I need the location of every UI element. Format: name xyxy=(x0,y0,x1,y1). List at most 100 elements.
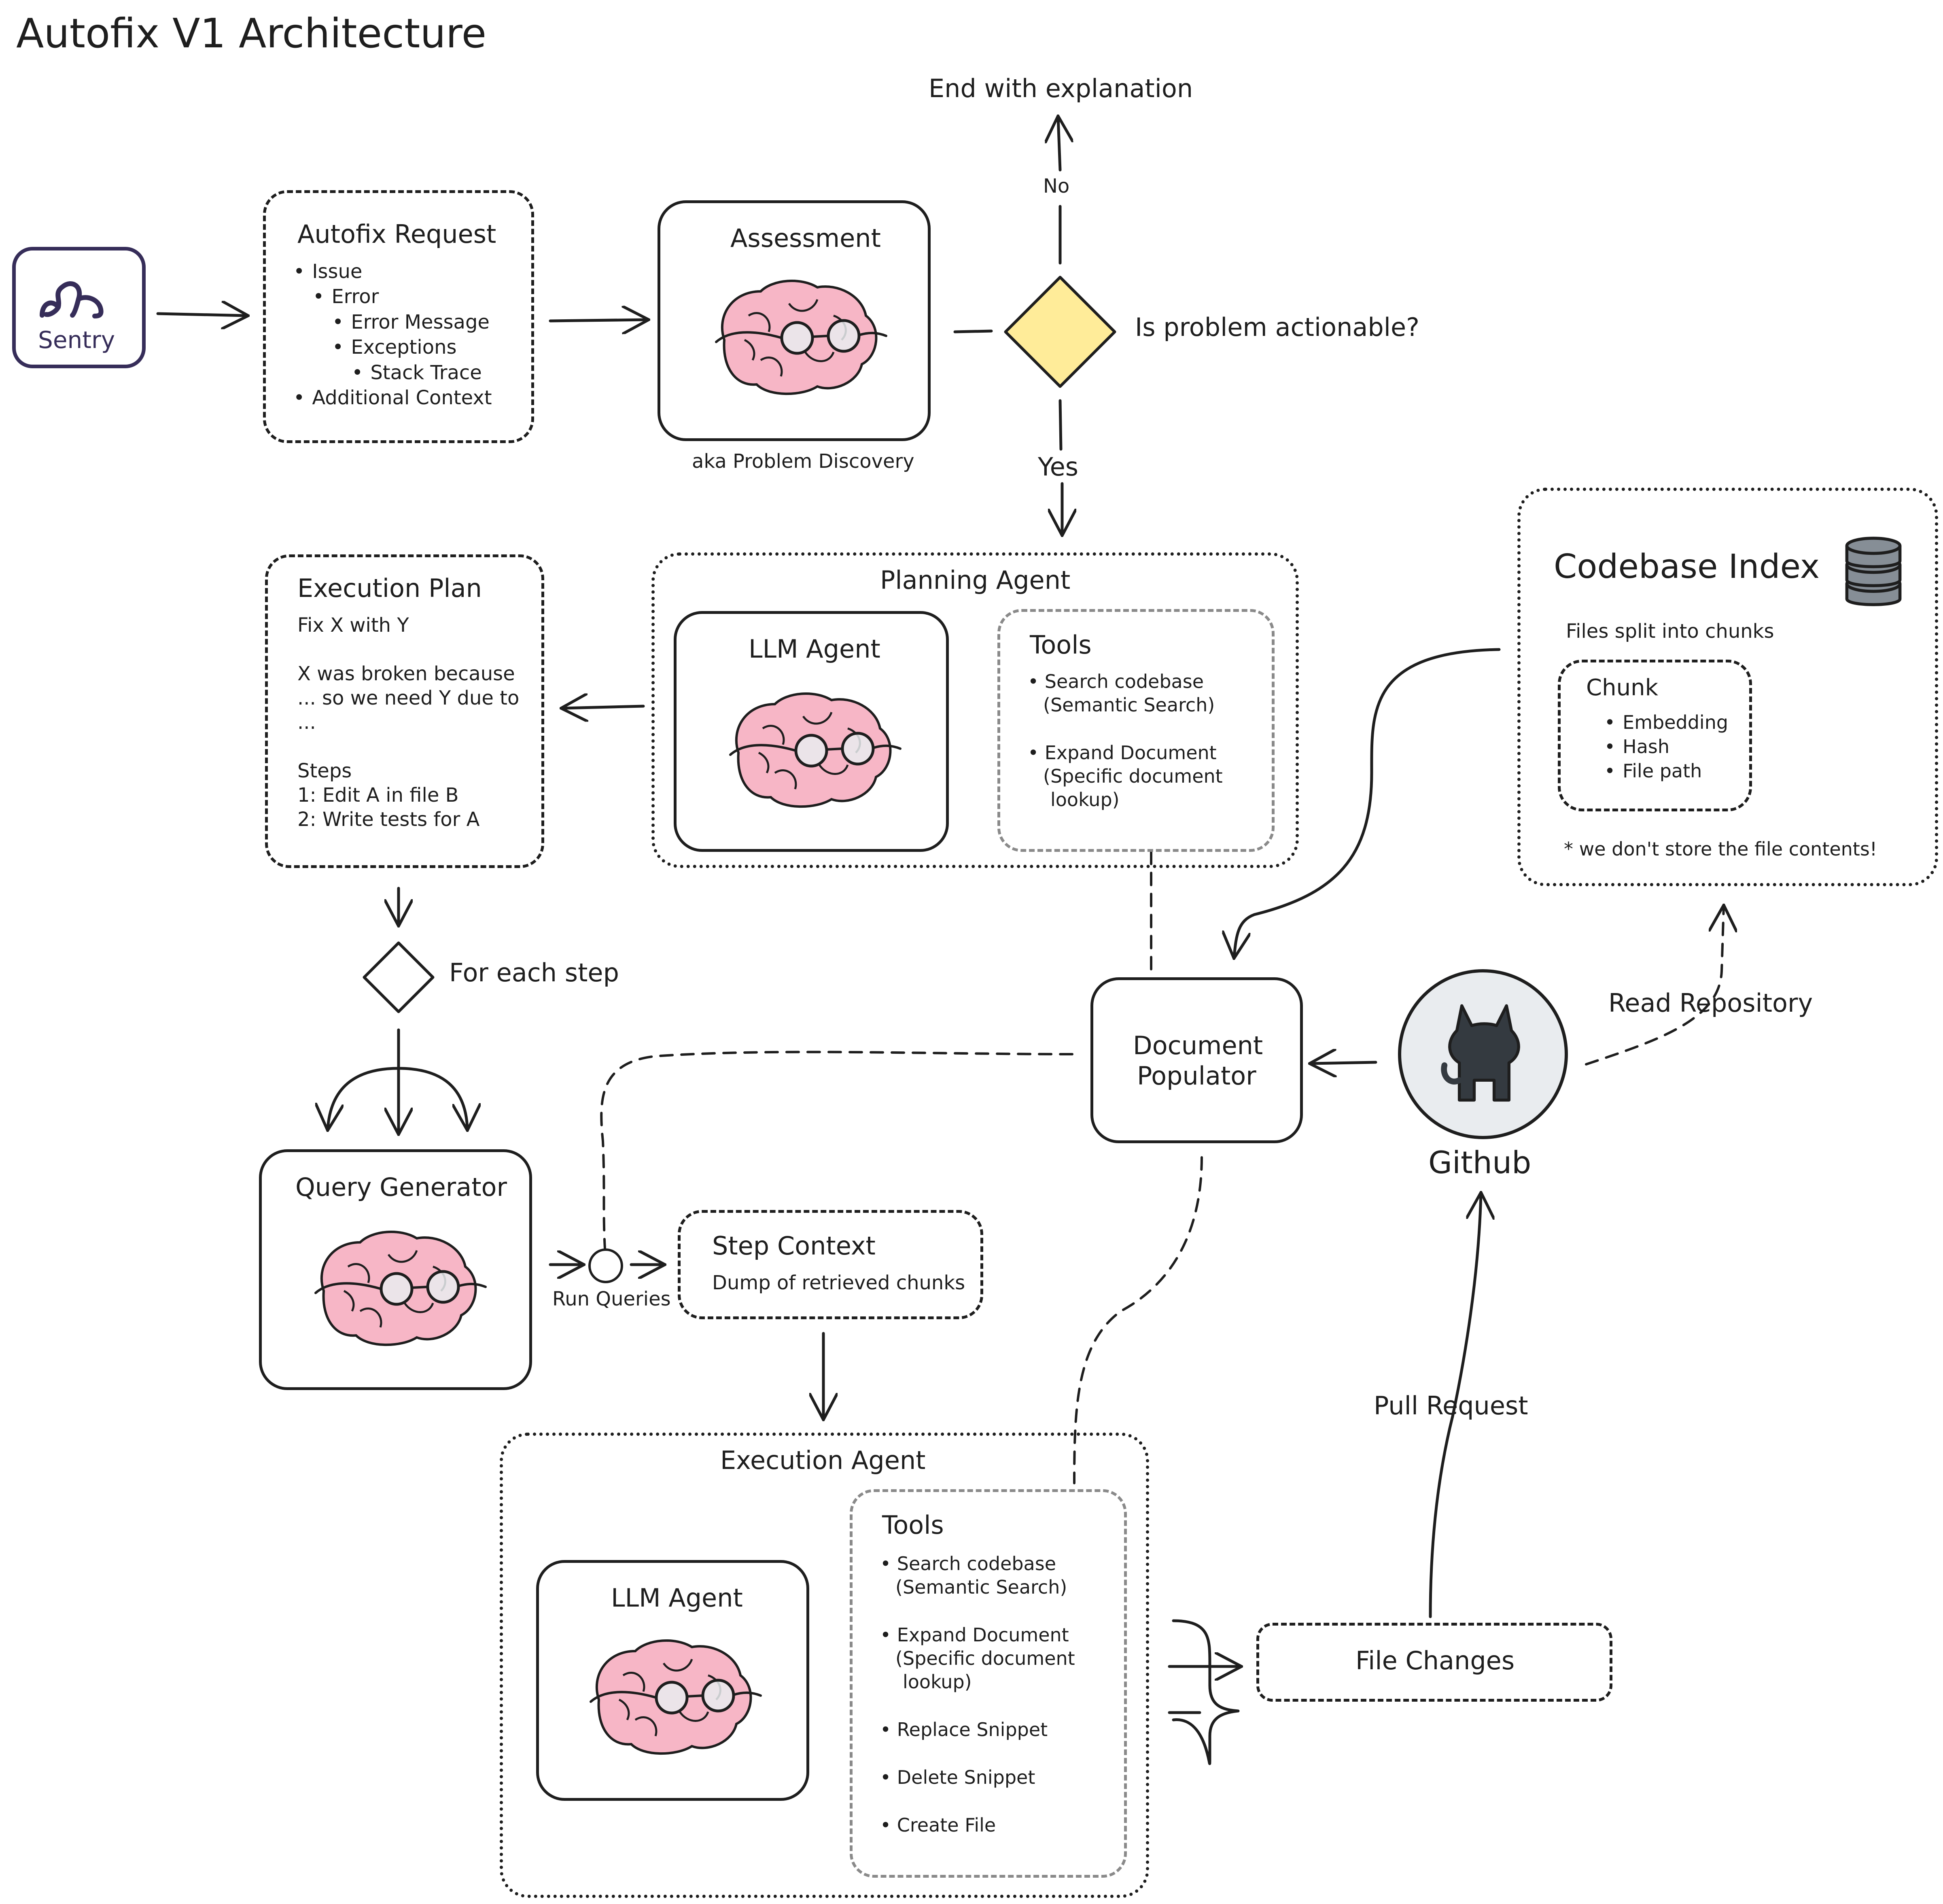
execution-brain-icon xyxy=(590,1639,762,1755)
no-label: No xyxy=(1043,175,1070,197)
dashed-populator-to-run xyxy=(600,1051,1073,1250)
execution-tools-box xyxy=(850,1489,1127,1878)
plan-line xyxy=(297,637,519,662)
yes-label: Yes xyxy=(1038,452,1079,482)
arrow-github-to-populator xyxy=(1311,1062,1377,1063)
tool-detail: (Semantic Search) xyxy=(895,1576,1067,1598)
diagram-title: Autofix V1 Architecture xyxy=(16,10,487,57)
tool-item: • Replace Snippet xyxy=(880,1718,1075,1741)
assessment-box xyxy=(658,200,931,441)
execution-llm-box xyxy=(536,1560,809,1801)
tool-name: • Create File xyxy=(880,1814,996,1836)
tool-detail: (Specific document xyxy=(1043,765,1223,787)
github-logo xyxy=(1398,969,1568,1139)
chunk-item: File path xyxy=(1604,759,1728,783)
autofix-request-list: IssueErrorError MessageExceptionsStack T… xyxy=(293,259,492,410)
document-populator-box xyxy=(1090,977,1303,1143)
pull-request-label: Pull Request xyxy=(1374,1391,1528,1420)
arrow-branch-right xyxy=(397,1067,467,1129)
dashed-github-to-index xyxy=(1585,906,1724,1066)
step-context-subtitle: Dump of retrieved chunks xyxy=(712,1271,965,1294)
sentry-logo: Sentry xyxy=(12,247,146,368)
file-changes-label: File Changes xyxy=(1355,1646,1515,1675)
document-populator-line1: Document xyxy=(1133,1031,1263,1060)
codebase-index-note: * we don't store the file contents! xyxy=(1564,838,1877,860)
arrow-file-changes-to-github xyxy=(1429,1194,1481,1618)
for-each-step-label: For each step xyxy=(449,958,619,987)
execution-tools-title: Tools xyxy=(882,1510,944,1540)
sentry-label: Sentry xyxy=(38,326,115,354)
tool-name: • Delete Snippet xyxy=(880,1766,1035,1788)
run-queries-label: Run Queries xyxy=(552,1288,671,1310)
request-item: Error xyxy=(313,284,492,309)
arrow-branch-left xyxy=(328,1067,400,1129)
codebase-index-subtitle: Files split into chunks xyxy=(1566,620,1774,643)
plan-line: ... so we need Y due to xyxy=(297,687,520,709)
codebase-index-title: Codebase Index xyxy=(1554,548,1820,586)
execution-plan-title: Execution Plan xyxy=(297,573,482,603)
end-label: End with explanation xyxy=(929,74,1193,103)
assessment-title: Assessment xyxy=(730,223,881,253)
github-label: Github xyxy=(1428,1144,1531,1180)
chunk-item: Embedding xyxy=(1604,710,1728,734)
plan-line: X was broken because xyxy=(297,662,515,685)
arrow-decision-yes xyxy=(1058,399,1063,451)
tool-detail: lookup) xyxy=(1050,789,1120,811)
database-icon xyxy=(1845,537,1902,606)
step-context-box xyxy=(678,1210,983,1319)
request-item: Exceptions xyxy=(332,335,492,360)
step-context-title: Step Context xyxy=(712,1231,876,1261)
planning-llm-box xyxy=(674,611,949,852)
arrow-index-to-populator xyxy=(1234,648,1501,957)
assessment-caption: aka Problem Discovery xyxy=(692,450,914,473)
read-repository-label: Read Repository xyxy=(1608,988,1813,1018)
planning-agent-box xyxy=(651,552,1299,868)
tool-detail: lookup) xyxy=(903,1671,972,1693)
chunk-item: Hash xyxy=(1604,734,1728,759)
octocat-icon xyxy=(1441,1004,1520,1102)
planning-tools-box xyxy=(997,609,1275,852)
tool-name: • Search codebase xyxy=(880,1553,1056,1575)
loop-diamond xyxy=(363,941,435,1013)
arrow-planning-to-plan xyxy=(562,706,645,708)
connector-assessment-to-decision xyxy=(953,329,993,333)
autofix-request-title: Autofix Request xyxy=(297,219,496,249)
tool-item: • Create File xyxy=(880,1813,1075,1837)
decision-question: Is problem actionable? xyxy=(1135,312,1420,342)
chunk-list: EmbeddingHashFile path xyxy=(1604,710,1728,783)
planning-llm-label: LLM Agent xyxy=(749,634,880,664)
sentry-mark-icon xyxy=(40,281,104,318)
tool-name: • Expand Document xyxy=(1028,742,1217,764)
run-queries-node xyxy=(588,1248,623,1283)
request-item: Stack Trace xyxy=(352,360,492,385)
tool-detail: (Semantic Search) xyxy=(1043,694,1215,716)
execution-agent-title: Execution Agent xyxy=(720,1446,926,1475)
planning-agent-title: Planning Agent xyxy=(880,565,1071,595)
plan-line: 1: Edit A in file B xyxy=(297,784,459,807)
execution-agent-box xyxy=(500,1433,1149,1898)
autofix-request-box xyxy=(263,190,534,443)
planning-tools-title: Tools xyxy=(1030,630,1092,660)
arrow-decision-to-end xyxy=(1058,117,1060,172)
tool-detail: (Specific document xyxy=(895,1647,1075,1669)
plan-line: Steps xyxy=(297,760,352,782)
plan-line: 2: Write tests for A xyxy=(297,808,480,831)
tool-item: • Delete Snippet xyxy=(880,1766,1075,1789)
request-item: Issue xyxy=(293,259,492,284)
tool-name: • Replace Snippet xyxy=(880,1719,1048,1741)
query-brain-icon xyxy=(314,1231,487,1346)
tool-item: • Search codebase(Semantic Search) xyxy=(1028,670,1223,717)
tool-item: • Search codebase(Semantic Search) xyxy=(880,1552,1075,1599)
chunk-title: Chunk xyxy=(1586,675,1659,701)
execution-llm-label: LLM Agent xyxy=(611,1583,743,1613)
planning-tools-list: • Search codebase(Semantic Search) • Expa… xyxy=(1028,670,1223,836)
planning-brain-icon xyxy=(729,692,902,808)
execution-tools-list: • Search codebase(Semantic Search) • Expa… xyxy=(880,1552,1075,1861)
file-changes-box xyxy=(1256,1623,1612,1702)
tool-name: • Expand Document xyxy=(880,1624,1069,1646)
codebase-index-box xyxy=(1517,488,1938,886)
query-generator-box xyxy=(259,1149,532,1390)
plan-line: ... xyxy=(297,711,316,734)
